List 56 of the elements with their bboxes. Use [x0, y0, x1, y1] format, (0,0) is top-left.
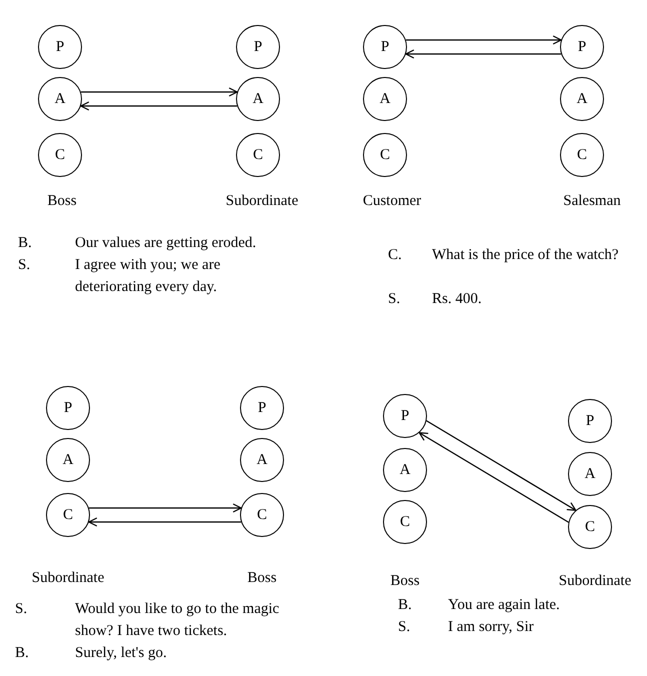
- ego-state-circle: P: [46, 386, 90, 430]
- speaker-label: B.: [398, 596, 413, 615]
- speaker-label: B.: [15, 644, 30, 663]
- person-label: Boss: [389, 572, 421, 591]
- speaker-label: C.: [388, 246, 403, 265]
- speaker-label: S.: [388, 290, 402, 309]
- ego-state-circle: P: [568, 399, 612, 443]
- ego-state-circle: P: [383, 394, 427, 438]
- dialogue-text: Our values are getting eroded.: [75, 234, 258, 253]
- ego-state-circle: C: [560, 133, 604, 177]
- speaker-label: S.: [15, 600, 28, 619]
- ego-state-circle: A: [560, 77, 604, 121]
- dialogue-text: I am sorry, Sir: [448, 618, 535, 637]
- dialogue-text: Would you like to go to the magic show? I have two tickets.: [75, 600, 280, 641]
- person-label: Customer: [362, 192, 422, 211]
- dialogue-text: You are again late.: [448, 596, 561, 615]
- ego-state-circle: A: [568, 452, 612, 496]
- ego-state-circle: C: [240, 493, 284, 537]
- arrow: [418, 432, 569, 523]
- ego-state-circle: C: [38, 133, 82, 177]
- ego-state-circle: A: [240, 438, 284, 482]
- person-label: Subordinate: [558, 572, 632, 591]
- arrow: [88, 517, 242, 527]
- ego-state-circle: A: [363, 77, 407, 121]
- dialogue-text: Rs. 400.: [432, 290, 483, 309]
- speaker-label: S.: [398, 618, 412, 637]
- person-label: Boss: [246, 569, 278, 588]
- ego-state-circle: C: [568, 505, 612, 549]
- person-label: Subordinate: [30, 569, 106, 588]
- arrow: [88, 503, 242, 513]
- person-label: Salesman: [562, 192, 622, 211]
- ego-state-circle: P: [236, 25, 280, 69]
- ego-state-circle: C: [46, 493, 90, 537]
- ego-state-circle: A: [38, 77, 82, 121]
- ego-state-circle: C: [383, 500, 427, 544]
- arrow: [406, 35, 562, 45]
- ego-state-circle: A: [383, 448, 427, 492]
- arrow: [80, 87, 238, 97]
- ego-state-circle: C: [236, 133, 280, 177]
- dialogue-text: Surely, let's go.: [75, 644, 168, 663]
- arrow: [80, 101, 238, 111]
- ego-state-circle: P: [363, 25, 407, 69]
- speaker-label: B.: [18, 234, 33, 253]
- ego-state-circle: P: [38, 25, 82, 69]
- dialogue-text: I agree with you; we are deteriorating every day.: [75, 256, 222, 297]
- arrow: [405, 49, 562, 59]
- dialogue-text: What is the price of the watch?: [432, 246, 620, 265]
- ego-state-circle: A: [236, 77, 280, 121]
- ego-state-circle: P: [240, 386, 284, 430]
- ego-state-circle: C: [363, 133, 407, 177]
- ego-state-circle: P: [560, 25, 604, 69]
- ego-state-circle: A: [46, 438, 90, 482]
- person-label: Subordinate: [224, 192, 300, 211]
- arrow: [426, 420, 576, 511]
- person-label: Boss: [46, 192, 78, 211]
- speaker-label: S.: [18, 256, 32, 275]
